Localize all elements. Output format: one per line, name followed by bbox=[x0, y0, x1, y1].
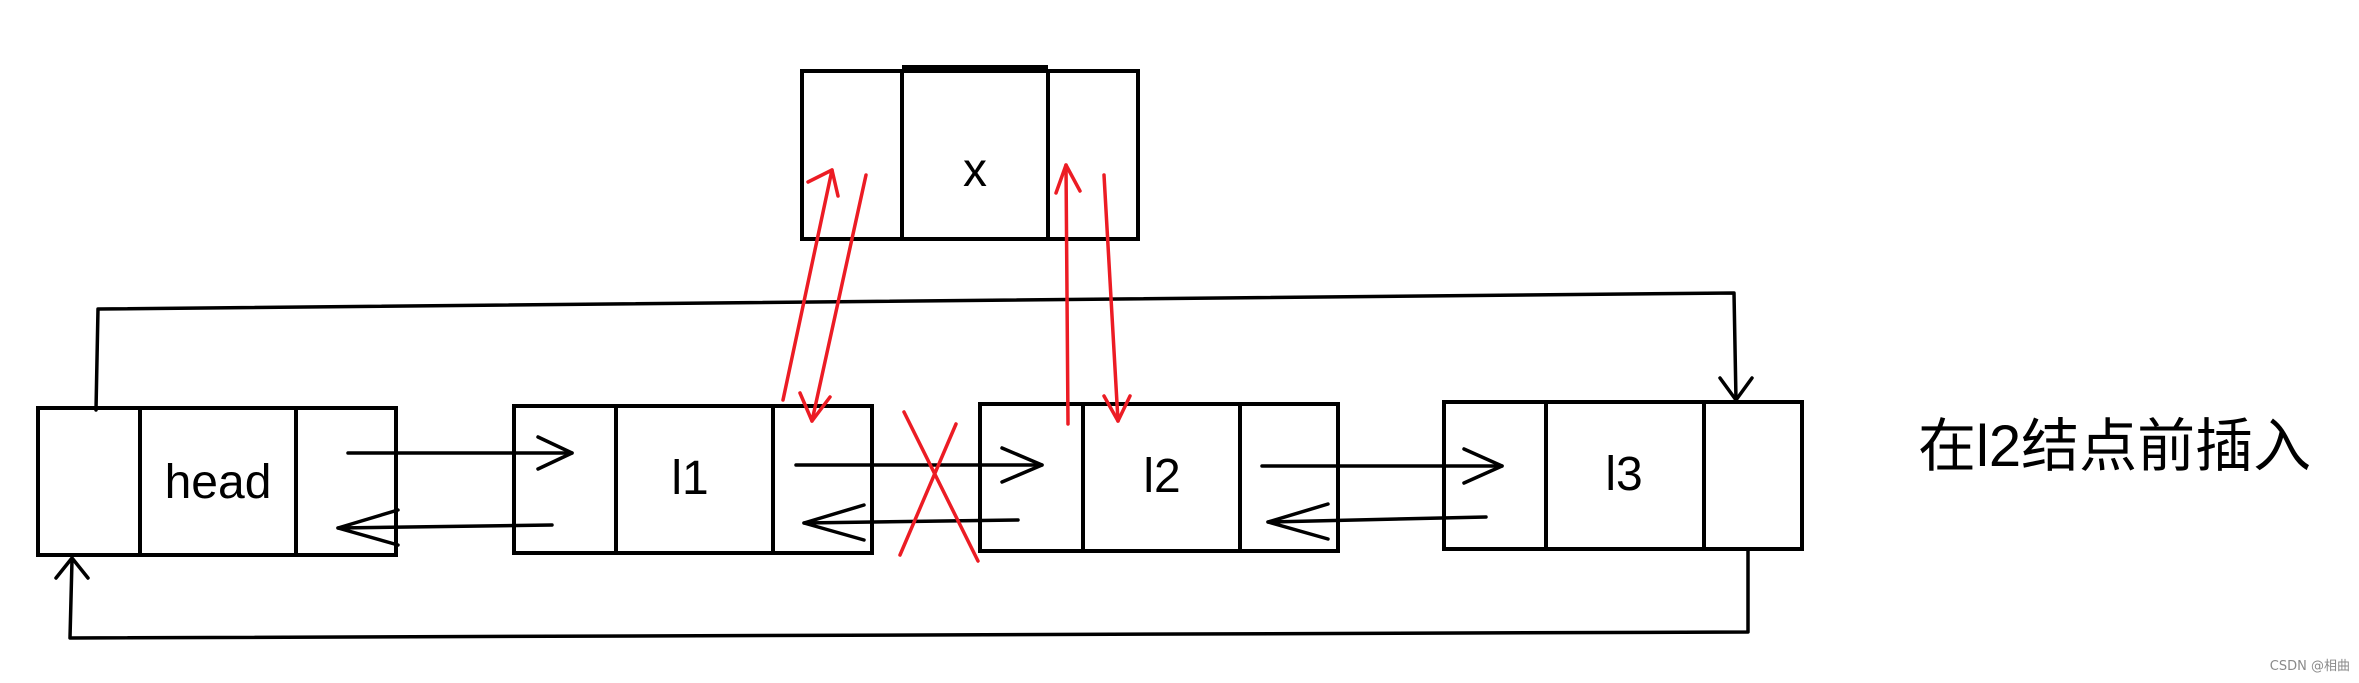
arrow-l1-to-x bbox=[781, 168, 840, 402]
node-x-label: x bbox=[963, 144, 987, 197]
node-l1: l1 bbox=[512, 404, 874, 555]
arrow-l1-to-l2-old bbox=[794, 446, 1044, 484]
arrow-l3-to-head-circular bbox=[54, 549, 1750, 640]
diagram-caption: 在l2结点前插入 bbox=[1918, 414, 2311, 479]
arrow-head-to-l1 bbox=[346, 435, 574, 471]
node-head: head bbox=[36, 406, 398, 557]
node-l1-label: l1 bbox=[671, 452, 708, 505]
arrow-l3-to-l2 bbox=[1266, 502, 1488, 541]
arrow-x-to-l2 bbox=[1102, 173, 1132, 423]
node-head-label: head bbox=[165, 456, 272, 509]
node-l2: l2 bbox=[978, 402, 1340, 553]
node-l3-label: l3 bbox=[1605, 448, 1642, 501]
node-l2-label: l2 bbox=[1143, 450, 1180, 503]
arrow-l1-to-head bbox=[336, 508, 554, 547]
arrow-l2-to-l1-old bbox=[802, 503, 1020, 542]
watermark: CSDN @相曲 bbox=[2270, 659, 2350, 674]
arrow-l2-to-x bbox=[1054, 163, 1082, 426]
node-l3: l3 bbox=[1442, 400, 1804, 551]
removed-link-cross-mark bbox=[898, 410, 980, 563]
arrow-l2-to-l3 bbox=[1260, 447, 1504, 485]
node-x: x bbox=[800, 65, 1140, 241]
arrow-x-to-l1 bbox=[798, 173, 868, 423]
arrow-head-to-l3-circular bbox=[94, 291, 1754, 412]
